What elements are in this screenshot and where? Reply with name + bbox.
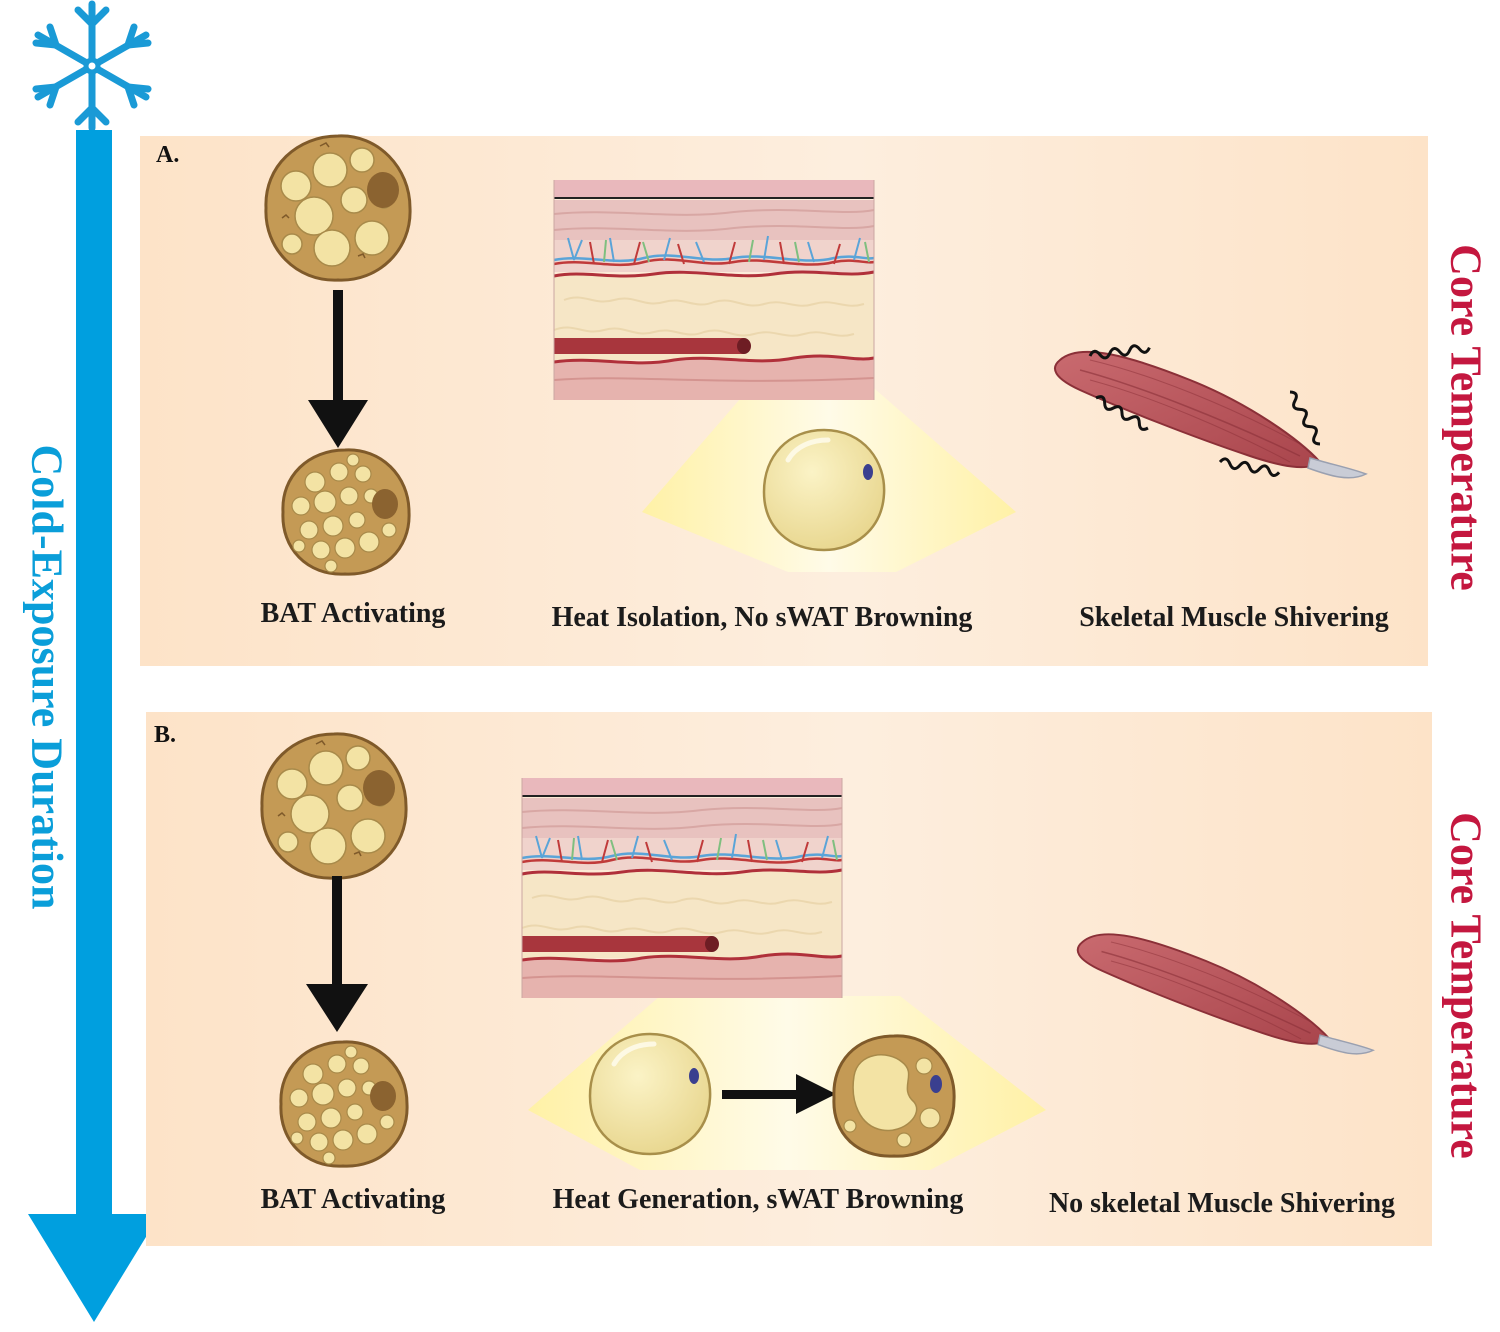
down-arrow-icon: [308, 400, 368, 448]
right-arrow-shaft: [722, 1090, 802, 1099]
brown-adipocyte-icon: [260, 732, 408, 880]
cold-exposure-arrow-shaft: [76, 130, 112, 1220]
down-arrow-icon: [306, 984, 368, 1032]
caption-heat-generation: Heat Generation, sWAT Browning: [552, 1184, 964, 1215]
caption-no-muscle-shivering: No skeletal Muscle Shivering: [1048, 1188, 1396, 1219]
right-arrow-icon: [796, 1074, 836, 1114]
white-adipocyte-icon: [764, 430, 884, 550]
skin-cross-section-icon: [552, 178, 876, 402]
brown-adipocyte-icon: [279, 1040, 409, 1168]
panel-b-id: B.: [154, 722, 177, 748]
down-arrow-icon: [28, 1214, 160, 1322]
brown-adipocyte-icon: [264, 134, 412, 282]
core-temperature-label: Core Temperature: [1441, 244, 1491, 591]
white-adipocyte-icon: [590, 1034, 710, 1154]
core-temperature-label: Core Temperature: [1441, 812, 1491, 1159]
cold-exposure-label: Cold-Exposure Duration: [22, 444, 72, 910]
brown-adipocyte-icon: [281, 448, 411, 576]
caption-bat-activating: BAT Activating: [260, 1184, 446, 1215]
skin-cross-section-icon: [520, 776, 844, 1000]
snowflake-icon: [36, 4, 148, 128]
browning-adipocyte-icon: [832, 1034, 956, 1158]
down-arrow-shaft: [333, 290, 343, 410]
panel-a-id: A.: [156, 142, 180, 168]
down-arrow-shaft: [332, 876, 342, 996]
caption-bat-activating: BAT Activating: [260, 598, 446, 629]
caption-heat-isolation: Heat Isolation, No sWAT Browning: [551, 602, 973, 633]
caption-muscle-shivering: Skeletal Muscle Shivering: [1079, 602, 1389, 633]
